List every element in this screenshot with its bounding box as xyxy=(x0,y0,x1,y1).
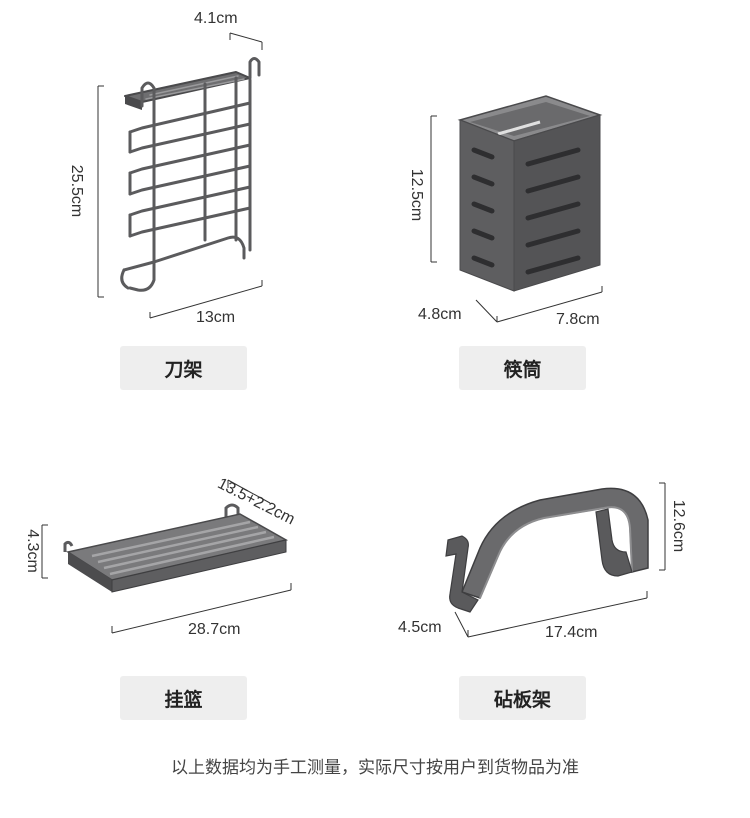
knife-rack-image xyxy=(120,57,261,292)
hanging-basket-label: 挂篮 xyxy=(120,676,247,720)
knife-rack-dimension-lines xyxy=(97,32,263,319)
chopstick-holder-height-dimension: 12.5cm xyxy=(408,168,425,222)
chopstick-holder-image xyxy=(457,95,603,292)
cutting-board-rack-height-dimension: 12.6cm xyxy=(670,499,687,553)
chopstick-holder-label: 筷筒 xyxy=(459,346,586,390)
hanging-basket-width-dimension: 28.7cm xyxy=(188,621,241,638)
hanging-basket-image xyxy=(63,503,289,593)
knife-rack-label: 刀架 xyxy=(120,346,247,390)
knife-rack-width-dimension: 13cm xyxy=(196,309,236,326)
cutting-board-rack-label: 砧板架 xyxy=(459,676,586,720)
cutting-board-rack-dimension-lines xyxy=(454,482,666,638)
chopstick-holder-depth-dimension: 4.8cm xyxy=(418,306,462,323)
measurement-disclaimer: 以上数据均为手工测量，实际尺寸按用户到货物品为准 xyxy=(171,758,579,778)
cutting-board-rack-width-dimension: 17.4cm xyxy=(545,624,598,641)
hanging-basket-height-dimension: 4.3cm xyxy=(24,529,41,573)
cutting-board-rack-depth-dimension: 4.5cm xyxy=(398,619,442,636)
chopstick-holder-width-dimension: 7.8cm xyxy=(556,311,600,328)
knife-rack-height-dimension: 25.5cm xyxy=(68,164,85,218)
hanging-basket-dimension-lines xyxy=(41,479,292,634)
knife-rack-top-dimension: 4.1cm xyxy=(194,10,238,27)
chopstick-holder-dimension-lines xyxy=(430,115,603,323)
cutting-board-rack-image xyxy=(445,487,649,613)
